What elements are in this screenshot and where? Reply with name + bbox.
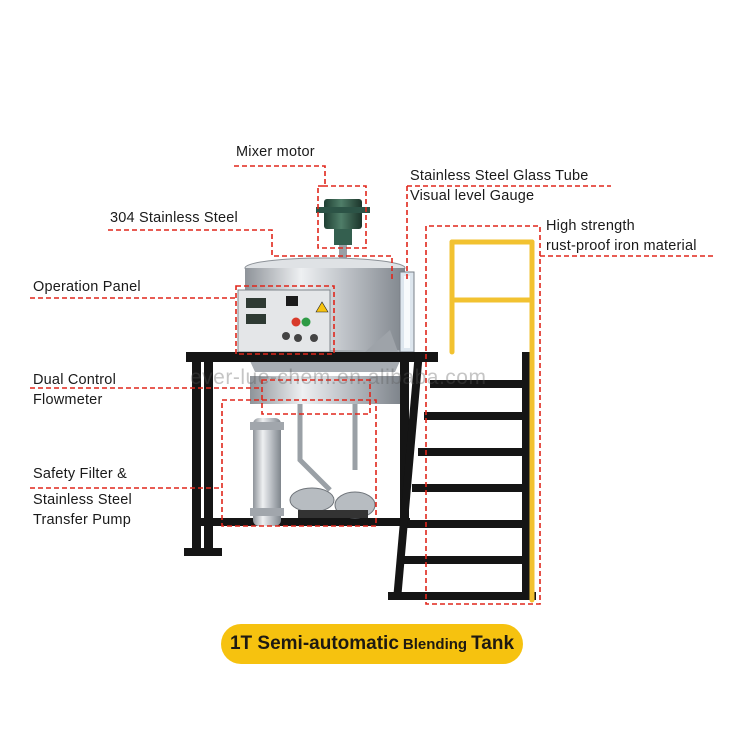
safety-railing [449, 239, 535, 603]
label-glass-tube-line1: Stainless Steel Glass Tube [410, 168, 589, 184]
label-glass-tube-line2: Visual level Gauge [410, 188, 535, 204]
transfer-pumps [289, 487, 376, 519]
callout-lines [30, 165, 716, 605]
label-dual-control-line2: Flowmeter [33, 392, 103, 408]
operation-panel-box [237, 289, 331, 353]
stairs [388, 352, 536, 600]
product-title-banner: 1T Semi-automatic Blending Tank [221, 624, 523, 664]
label-high-strength-line1: High strength [546, 218, 635, 234]
safety-filter [250, 418, 284, 526]
watermark: ever-lue-chem.en.alibaba.com [190, 366, 487, 389]
label-operation-panel: Operation Panel [33, 279, 141, 295]
label-dual-control-line1: Dual Control [33, 372, 116, 388]
support-frame [184, 352, 424, 556]
glass-tube-gauge [399, 271, 415, 353]
title-part3: Tank [471, 633, 515, 654]
label-safety-filter-line2: Stainless Steel [33, 492, 132, 508]
label-mixer-motor: Mixer motor [236, 144, 315, 160]
pipework [297, 404, 358, 492]
title-part2: Blending [402, 635, 468, 653]
label-high-strength-line2: rust-proof iron material [546, 238, 697, 254]
label-safety-filter-line3: Transfer Pump [33, 512, 131, 528]
title-part1: 1T Semi-automatic [229, 633, 399, 654]
label-safety-filter-line1: Safety Filter & [33, 466, 128, 482]
label-304-stainless-steel: 304 Stainless Steel [110, 210, 238, 226]
